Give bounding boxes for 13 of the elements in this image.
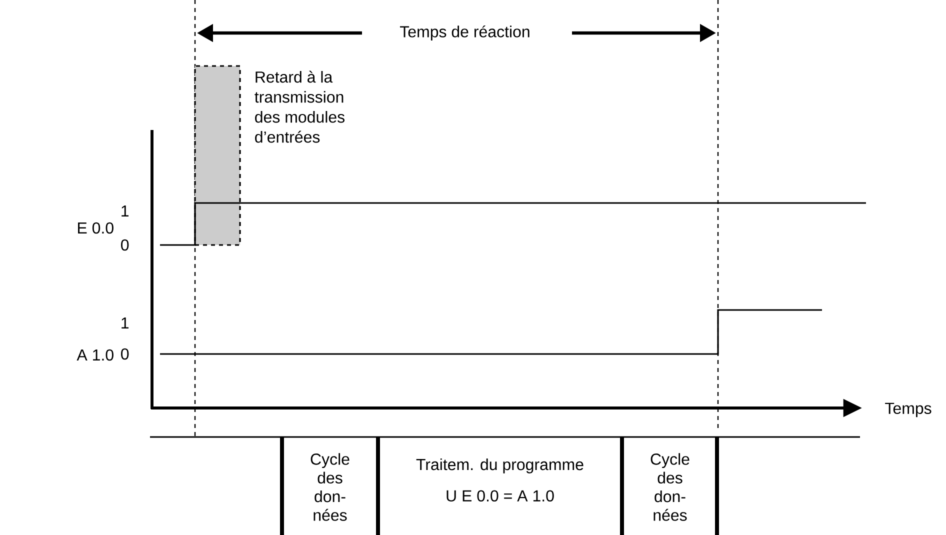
signal-name: A 1.0 — [76, 349, 114, 361]
signal-name: E 0.0 — [78, 222, 114, 234]
delay-note: Retard à la transmission des modules d’entrées — [254, 70, 345, 143]
axis-label: Temps — [885, 402, 932, 418]
program-label: Traitem. du programme U E 0.0 = A 1.0 — [416, 458, 584, 502]
shaded-delay-box — [194, 65, 241, 246]
cycle-label: Cycle des don- nées — [650, 453, 690, 521]
level-label: 1 — [122, 318, 129, 328]
level-label: 0 — [121, 239, 129, 251]
cycle-label: Cycle des don- nées — [310, 453, 350, 521]
level-label: 0 — [121, 348, 129, 360]
level-label: 1 — [122, 206, 129, 216]
dimension-label: Temps de réaction — [396, 21, 534, 45]
